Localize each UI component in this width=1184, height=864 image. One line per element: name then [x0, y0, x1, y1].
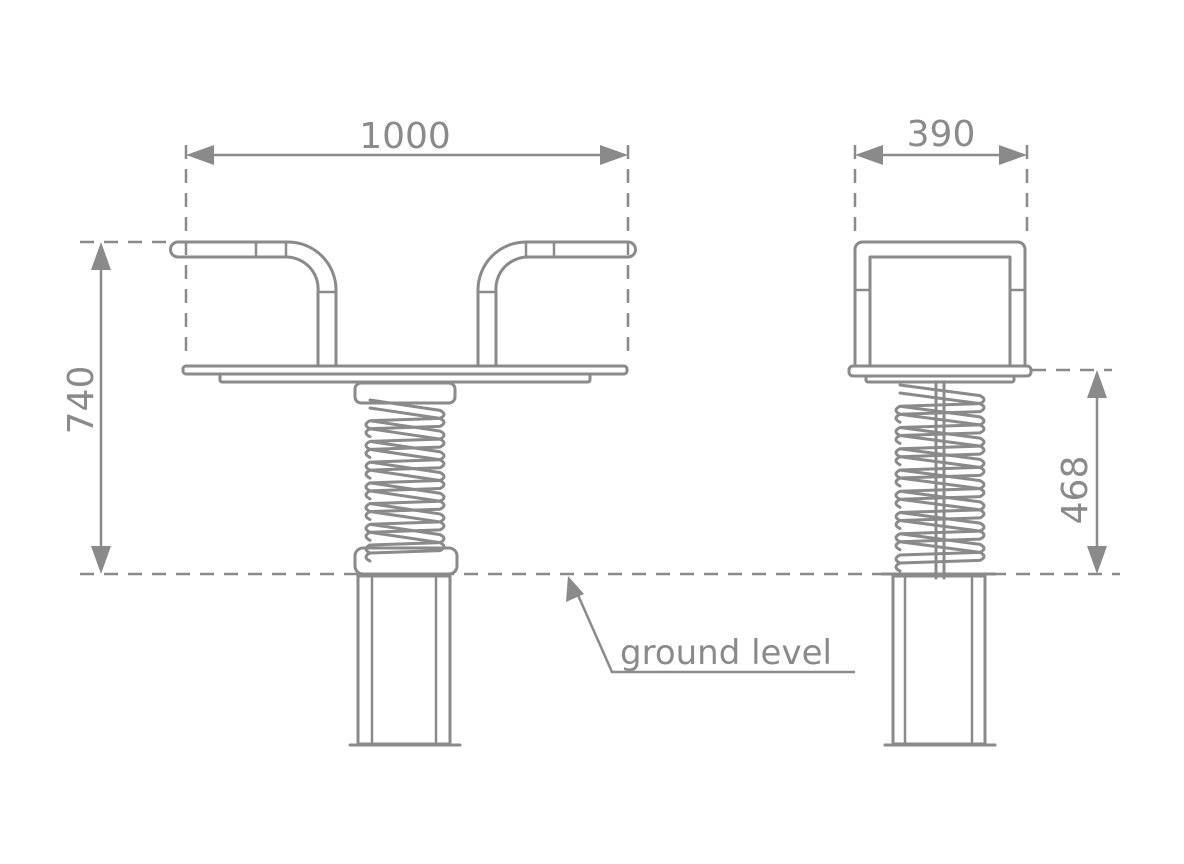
left-handle	[169, 240, 338, 367]
spring-coil	[364, 406, 446, 563]
dimension-side-width: 390	[855, 114, 1027, 165]
dimension-label-1000: 1000	[359, 116, 451, 157]
spring	[364, 398, 446, 563]
spring-coil	[894, 391, 986, 573]
dimension-label-740: 740	[61, 366, 102, 435]
dimension-side-height: 468	[1055, 370, 1107, 574]
side-view: 390 468	[847, 114, 1112, 747]
spring	[894, 383, 986, 573]
dimension-label-468: 468	[1055, 456, 1096, 525]
platform-plate	[218, 372, 592, 384]
dimension-front-width: 1000	[186, 116, 628, 165]
handle-frame	[853, 240, 1027, 367]
front-view: 1000 740	[61, 116, 637, 747]
ground-level-callout: ground level	[566, 576, 855, 674]
ground-level-label: ground level	[620, 633, 832, 673]
dimension-front-height: 740	[61, 242, 111, 574]
right-handle	[476, 240, 637, 367]
dimension-label-390: 390	[907, 114, 976, 155]
